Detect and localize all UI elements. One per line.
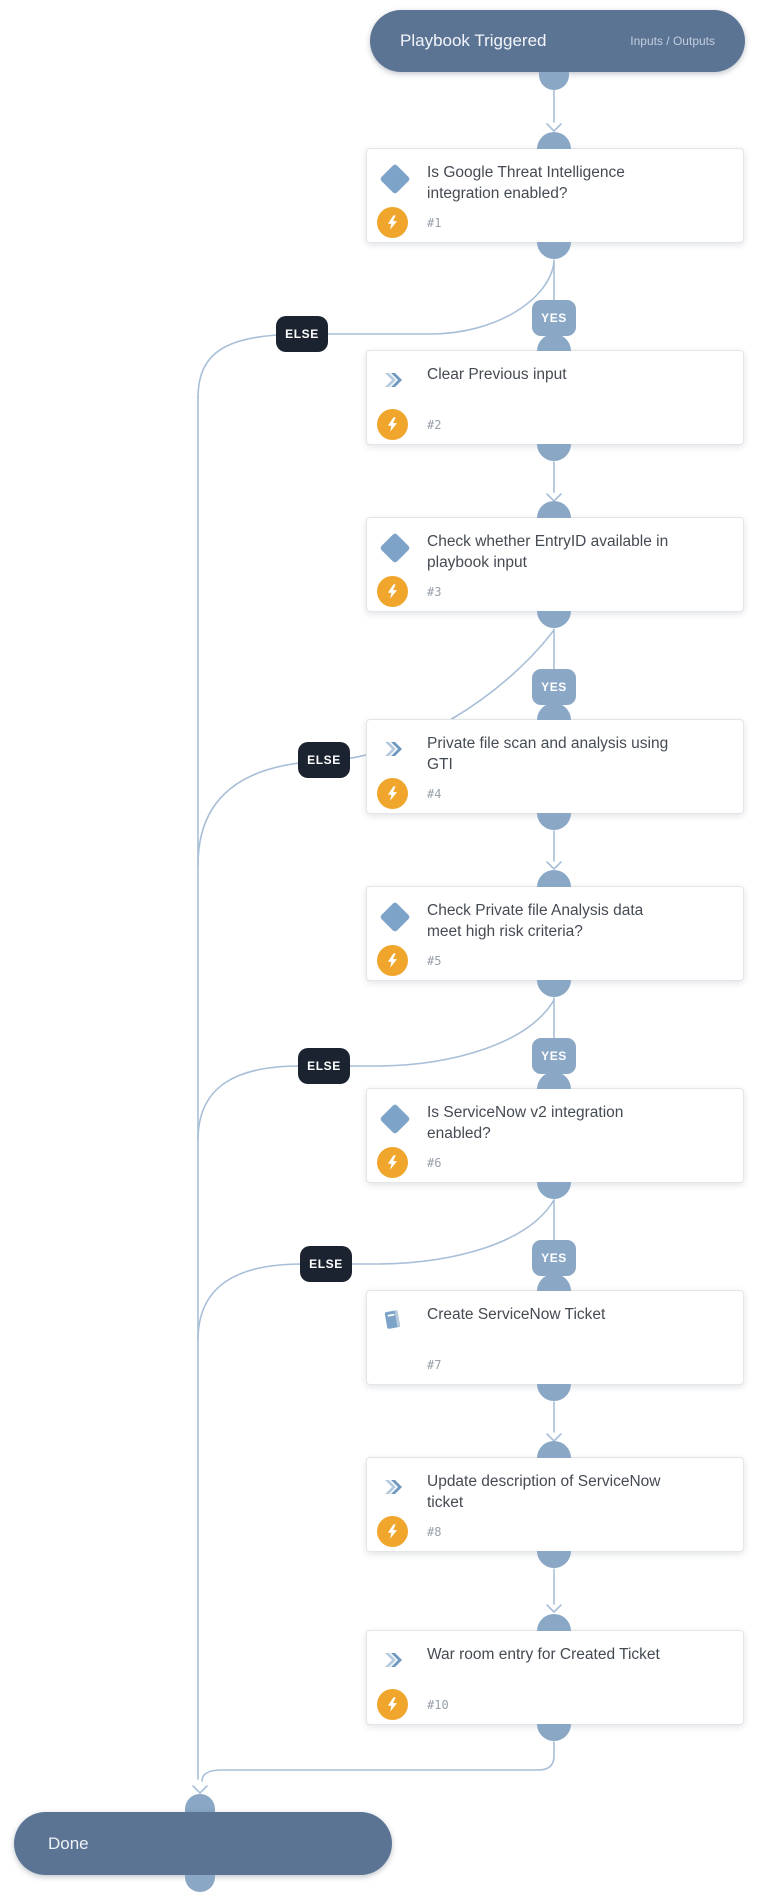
connector-out — [537, 242, 571, 259]
end-node-label: Done — [48, 1833, 89, 1853]
connector-out — [537, 1384, 571, 1401]
connector-out — [537, 1551, 571, 1568]
task-card-8[interactable]: Update description of ServiceNow ticket … — [366, 1441, 744, 1568]
lightning-automation-icon — [377, 409, 408, 440]
connector-out — [537, 444, 571, 461]
yes-branch-label-2: YES — [532, 669, 576, 705]
connector-out — [537, 1724, 571, 1741]
task-card-7[interactable]: Create ServiceNow Ticket #7 — [366, 1274, 744, 1401]
lightning-automation-icon — [377, 1147, 408, 1178]
task-title: Check Private file Analysis data meet hi… — [427, 902, 644, 940]
chevrons-task-icon — [385, 742, 402, 756]
task-number: #1 — [427, 216, 442, 230]
connector-in — [537, 334, 571, 351]
connector-in — [537, 1441, 571, 1458]
diamond-condition-icon — [379, 1103, 411, 1135]
connector-in — [537, 1072, 571, 1089]
connector-out — [537, 813, 571, 830]
task-card-5[interactable]: Check Private file Analysis data meet hi… — [366, 870, 744, 997]
else-branch-label-3: ELSE — [298, 1048, 350, 1084]
lightning-automation-icon — [377, 778, 408, 809]
task-card-6[interactable]: Is ServiceNow v2 integration enabled? #6 — [366, 1072, 744, 1199]
task-title: War room entry for Created Ticket — [427, 1646, 660, 1663]
task-number: #6 — [427, 1156, 442, 1170]
else-branch-label-2: ELSE — [298, 742, 350, 778]
connector-in — [537, 132, 571, 149]
task-number: #10 — [427, 1698, 449, 1712]
lightning-automation-icon — [377, 1689, 408, 1720]
diamond-condition-icon — [379, 163, 411, 195]
start-node-label: Playbook Triggered — [400, 31, 547, 50]
task-title: Private file scan and analysis using GTI — [427, 735, 669, 773]
book-task-icon — [384, 1310, 401, 1329]
connector-out — [537, 611, 571, 628]
chevrons-task-icon — [385, 373, 402, 387]
lightning-automation-icon — [377, 945, 408, 976]
task-number: #4 — [427, 787, 442, 801]
inputs-outputs-link[interactable]: Inputs / Outputs — [630, 34, 715, 48]
yes-branch-label-3: YES — [532, 1038, 576, 1074]
connector-in — [537, 870, 571, 887]
task-number: #5 — [427, 954, 442, 968]
task-title: Is ServiceNow v2 integration enabled? — [427, 1104, 624, 1142]
task-title: Clear Previous input — [427, 366, 567, 383]
task-card-10[interactable]: War room entry for Created Ticket #10 — [366, 1614, 744, 1741]
connector-in — [537, 1274, 571, 1291]
task-card-3[interactable]: Check whether EntryID available in playb… — [366, 501, 744, 628]
task-number: #2 — [427, 418, 442, 432]
chevrons-task-icon — [385, 1480, 402, 1494]
connector-in — [537, 703, 571, 720]
connector-dot — [185, 1794, 215, 1812]
yes-branch-label-4: YES — [532, 1240, 576, 1276]
task-number: #7 — [427, 1358, 442, 1372]
lightning-automation-icon — [377, 207, 408, 238]
lightning-automation-icon — [377, 1516, 408, 1547]
task-title: Update description of ServiceNow ticket — [427, 1473, 661, 1511]
diamond-condition-icon — [379, 901, 411, 933]
connector-out — [537, 1182, 571, 1199]
connector-dot — [539, 72, 569, 90]
else-branch-label-4: ELSE — [300, 1246, 352, 1282]
start-node-playbook-triggered[interactable]: Playbook Triggered Inputs / Outputs — [370, 10, 745, 72]
connector-out — [537, 980, 571, 997]
end-node-done[interactable]: Done — [14, 1812, 392, 1875]
task-title: Create ServiceNow Ticket — [427, 1306, 606, 1323]
task-card-2[interactable]: Clear Previous input #2 — [366, 334, 744, 461]
task-title: Check whether EntryID available in playb… — [427, 533, 669, 571]
else-branch-label-1: ELSE — [276, 316, 328, 352]
diamond-condition-icon — [379, 532, 411, 564]
lightning-automation-icon — [377, 576, 408, 607]
connector-dot — [185, 1875, 215, 1892]
task-card-4[interactable]: Private file scan and analysis using GTI… — [366, 703, 744, 830]
connector-in — [537, 1614, 571, 1631]
chevrons-task-icon — [385, 1653, 402, 1667]
task-number: #8 — [427, 1525, 442, 1539]
task-number: #3 — [427, 585, 442, 599]
connector-in — [537, 501, 571, 518]
task-card-1[interactable]: Is Google Threat Intelligence integratio… — [366, 132, 744, 259]
task-title: Is Google Threat Intelligence integratio… — [427, 164, 625, 202]
yes-branch-label-1: YES — [532, 300, 576, 336]
